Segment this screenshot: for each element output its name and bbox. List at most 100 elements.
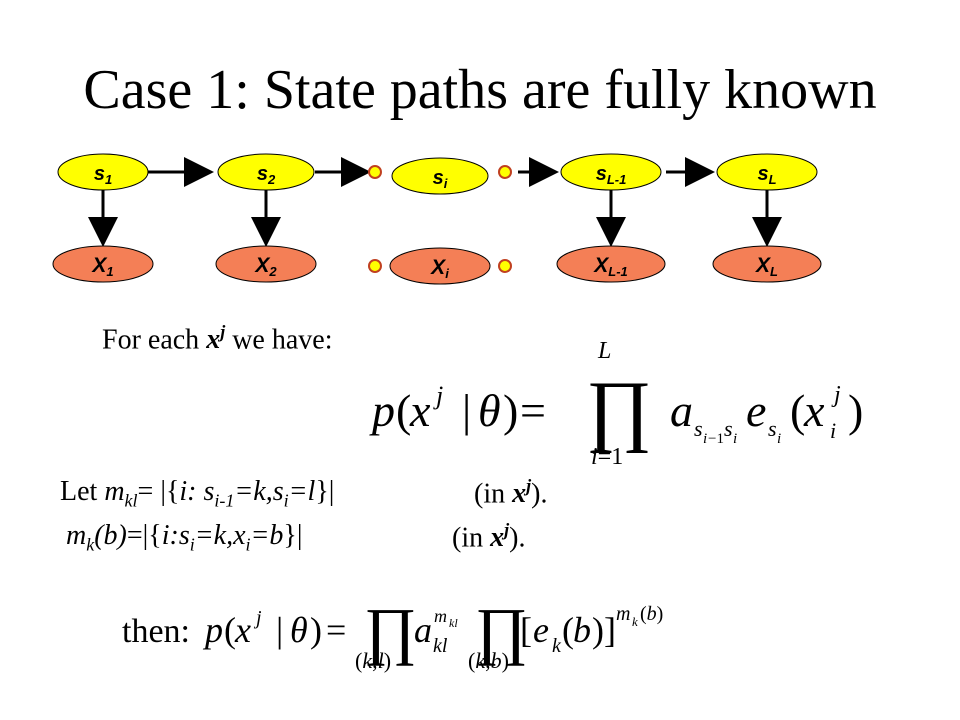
svg-text:kl: kl — [449, 616, 458, 630]
svg-text:XL-1: XL-1 — [593, 254, 628, 279]
i-s: i:s — [161, 520, 190, 551]
i-sub-2: i — [189, 534, 195, 555]
svg-text:|: | — [276, 610, 283, 650]
eq-k-x: =k,x — [194, 520, 246, 551]
svg-text:j: j — [253, 607, 262, 629]
svg-text:j: j — [831, 382, 841, 408]
state-node-2: s2 — [217, 153, 315, 191]
svg-text:e: e — [533, 610, 549, 650]
state-node-l-minus-1: sL-1 — [560, 153, 662, 191]
svg-text:(k,l): (k,l) — [355, 648, 391, 673]
x-var-2: x — [490, 522, 505, 554]
svg-text:[: [ — [520, 610, 532, 650]
svg-text:(b): (b) — [640, 603, 663, 625]
svg-text:m: m — [616, 603, 630, 625]
svg-text:then:: then: — [122, 613, 190, 650]
svg-text:e: e — [746, 385, 766, 436]
in-close: ). — [531, 478, 548, 510]
svg-text:s2: s2 — [257, 163, 276, 187]
svg-text:)]: )] — [592, 610, 616, 650]
in-xj-1: (in xj). — [474, 476, 547, 510]
in-open: (in — [474, 478, 513, 510]
svg-text:=: = — [520, 385, 546, 436]
likelihood-formula: p ( x j | θ ) = ∏ L i=1 a s i −1 s i e s… — [369, 338, 863, 470]
svg-text:∏: ∏ — [475, 595, 528, 666]
m-symbol-2: m — [66, 520, 87, 551]
for-each-post: we have: — [225, 324, 333, 356]
eq-b: =b — [250, 520, 284, 551]
set-close: }| — [315, 476, 335, 507]
svg-text:a: a — [670, 385, 693, 436]
in-close-2: ). — [509, 522, 526, 554]
eq-k-s: =k,s — [234, 476, 284, 507]
in-open-2: (in — [452, 522, 491, 554]
svg-text:(: ( — [224, 610, 236, 650]
svg-text:∏: ∏ — [364, 595, 417, 666]
svg-text:m: m — [434, 606, 447, 626]
svg-text:x: x — [234, 610, 251, 650]
svg-text:i: i — [777, 431, 781, 447]
svg-text:|: | — [462, 385, 471, 436]
emission-node-l: XL — [712, 245, 822, 283]
set-close-2: }| — [283, 520, 303, 551]
kl-sub: kl — [124, 490, 138, 511]
emission-node-1: X1 — [52, 245, 154, 283]
svg-text:i: i — [830, 418, 836, 443]
i-sub: i — [283, 490, 289, 511]
state-node-i: si — [391, 157, 489, 195]
emission-node-l-minus-1: XL-1 — [556, 245, 666, 283]
svg-text:a: a — [414, 610, 432, 650]
svg-text:X1: X1 — [91, 254, 113, 279]
state-node-1: s1 — [57, 153, 149, 191]
mkb-definition: mk(b)=|{i:si=k,xi=b}| — [66, 520, 302, 556]
j-sup-2: j — [504, 520, 510, 540]
x-var: x — [512, 478, 527, 510]
svg-text:si: si — [433, 167, 448, 191]
svg-text:XL: XL — [755, 254, 778, 279]
let-word: Let — [60, 476, 105, 507]
then-formula: then: p ( x j | θ ) = ∏ (k,l) a kl m kl … — [122, 595, 663, 673]
i-var: i — [179, 476, 188, 507]
m-symbol: m — [104, 476, 125, 507]
svg-text:i=1: i=1 — [591, 444, 623, 470]
svg-text:j: j — [433, 381, 443, 410]
svg-text:kl: kl — [433, 635, 448, 657]
svg-text:k: k — [632, 614, 638, 629]
j-sup: j — [526, 476, 532, 496]
colon-s: : s — [187, 476, 215, 507]
set-open: = |{ — [137, 476, 180, 507]
svg-text:i: i — [733, 431, 737, 447]
svg-text:sL-1: sL-1 — [596, 163, 627, 187]
for-each-var: x — [206, 324, 221, 356]
svg-text:X2: X2 — [254, 254, 277, 279]
svg-text:b: b — [573, 610, 591, 650]
for-each-line: For each xj we have: — [102, 322, 333, 356]
in-xj-2: (in xj). — [452, 520, 525, 554]
ellipsis-dots — [368, 165, 512, 273]
svg-text:−1: −1 — [708, 431, 724, 447]
k-sub: k — [86, 534, 95, 555]
svg-text:x: x — [409, 385, 431, 436]
svg-text:p: p — [369, 385, 395, 436]
i-minus-1-sub: i-1 — [214, 490, 235, 511]
svg-text:): ) — [503, 385, 518, 436]
slide-title: Case 1: State paths are fully known — [83, 59, 877, 121]
svg-text:∏: ∏ — [586, 366, 652, 454]
for-each-pre: For each — [102, 324, 207, 356]
svg-text:=: = — [326, 610, 346, 650]
svg-text:θ: θ — [478, 385, 501, 436]
set-open-2: =|{ — [126, 520, 162, 551]
emission-node-i: Xi — [389, 247, 491, 285]
svg-text:): ) — [848, 385, 863, 436]
for-each-sup: j — [220, 322, 226, 342]
svg-text:k: k — [552, 635, 562, 657]
svg-text:x: x — [803, 385, 825, 436]
svg-text:sL: sL — [757, 163, 776, 187]
svg-text:s: s — [694, 416, 703, 441]
emission-node-2: X2 — [215, 245, 317, 283]
svg-text:θ: θ — [290, 610, 308, 650]
svg-text:(: ( — [562, 610, 574, 650]
state-node-l: sL — [716, 153, 818, 191]
svg-text:(: ( — [396, 385, 411, 436]
